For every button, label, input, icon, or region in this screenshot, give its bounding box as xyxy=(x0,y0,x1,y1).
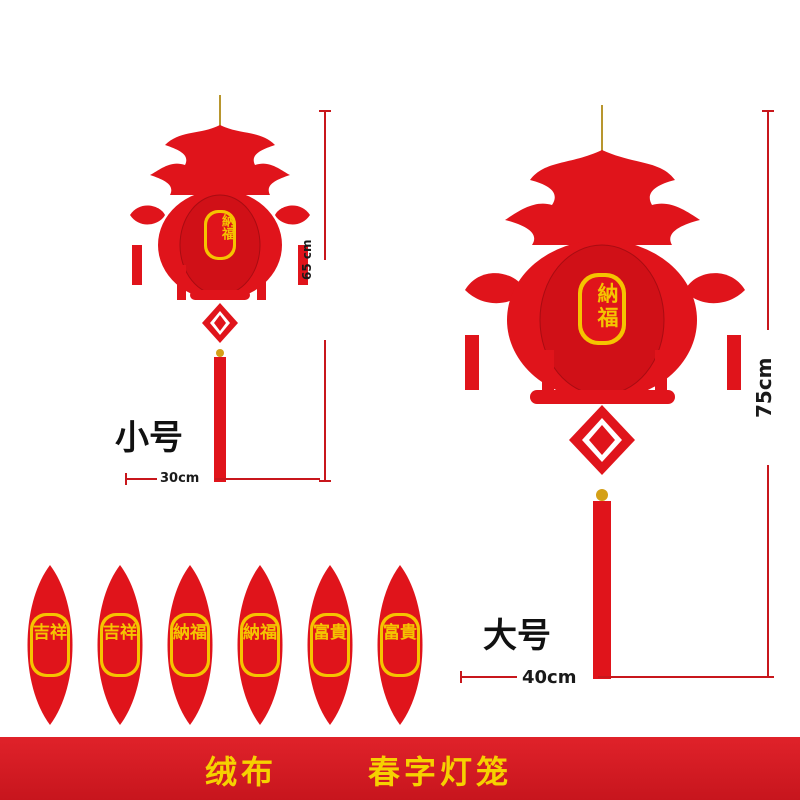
large-lantern-image xyxy=(465,105,745,679)
small-height-dimension xyxy=(319,110,331,482)
small-size-label: 小号 xyxy=(115,418,183,458)
large-height-label: 75cm xyxy=(752,357,776,418)
leaf-panel-text: 富貴 xyxy=(313,623,347,643)
leaf-panel-text: 納福 xyxy=(243,623,277,643)
leaf-panel: 富貴 xyxy=(370,565,430,725)
large-size-label: 大号 xyxy=(483,616,551,656)
large-width-label: 40cm xyxy=(522,667,577,688)
leaf-panel: 吉祥 xyxy=(90,565,150,725)
leaf-panel-text: 吉祥 xyxy=(33,623,67,643)
leaf-panel-text: 吉祥 xyxy=(103,623,137,643)
large-width-dimension xyxy=(460,671,767,683)
leaf-panel: 納福 xyxy=(160,565,220,725)
panel-leaves-row: 吉祥 吉祥 納福 納福 富貴 富貴 xyxy=(20,565,430,725)
leaf-panel: 富貴 xyxy=(300,565,360,725)
small-lantern-image xyxy=(130,95,310,482)
large-lantern-center-text: 納福 xyxy=(597,281,619,330)
small-width-dimension xyxy=(125,473,320,485)
leaf-panel-text: 富貴 xyxy=(383,623,417,643)
small-width-label: 30cm xyxy=(160,471,200,486)
small-height-label: 65 cm xyxy=(300,239,314,281)
leaf-panel: 吉祥 xyxy=(20,565,80,725)
banner-material-text: 绒布 xyxy=(205,753,278,791)
banner-product-text: 春字灯笼 xyxy=(368,753,513,791)
bottom-banner: 绒布 春字灯笼 xyxy=(0,737,800,800)
small-lantern-center-text: 納福 xyxy=(219,214,234,240)
large-height-dimension xyxy=(762,110,774,678)
leaf-panel-text: 納福 xyxy=(173,623,207,643)
leaf-panel: 納福 xyxy=(230,565,290,725)
